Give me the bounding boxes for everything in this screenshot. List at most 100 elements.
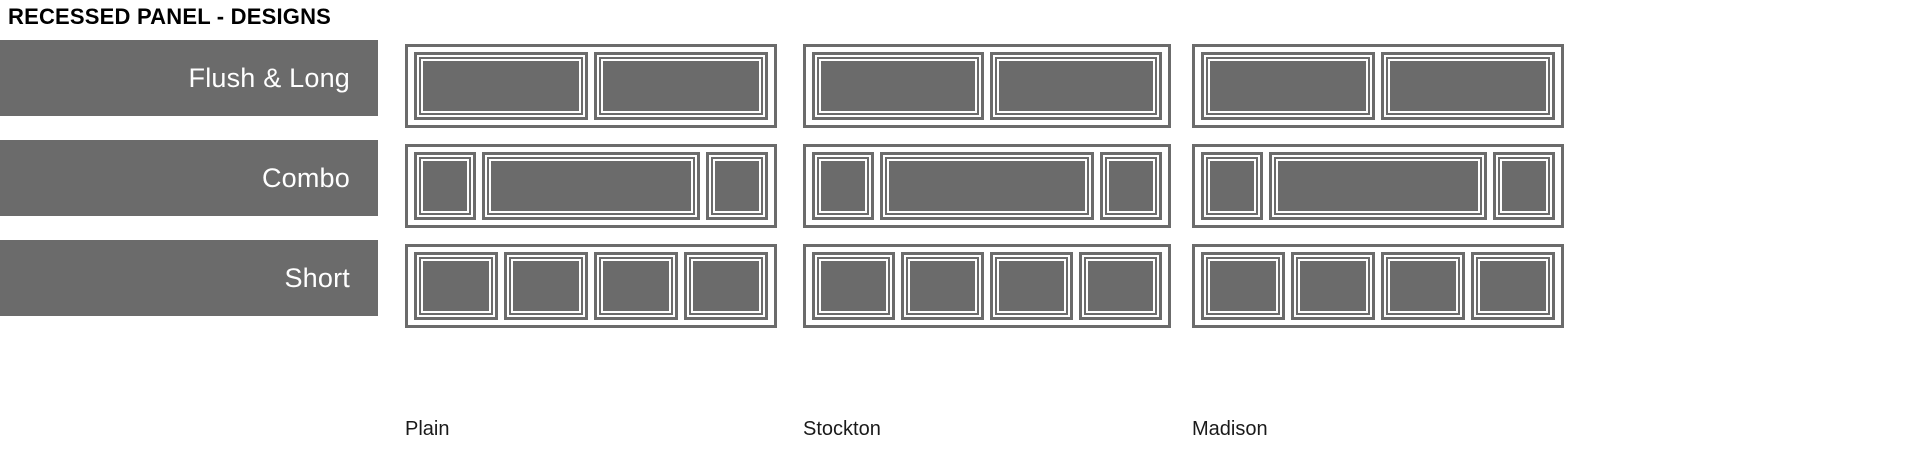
panel-lite bbox=[1502, 161, 1522, 211]
door-panel[interactable] bbox=[1291, 252, 1375, 320]
door-panel[interactable] bbox=[1079, 252, 1162, 320]
door-panel[interactable] bbox=[1381, 252, 1465, 320]
panel-lite bbox=[1210, 261, 1241, 311]
door-panel[interactable] bbox=[990, 252, 1073, 320]
panel-face bbox=[423, 261, 489, 311]
door-panel[interactable] bbox=[414, 52, 588, 120]
door-panel[interactable] bbox=[1381, 52, 1555, 120]
door-panel[interactable] bbox=[482, 152, 700, 220]
panel-lite bbox=[939, 188, 985, 211]
design-row: Combo bbox=[0, 140, 1920, 240]
door-panel[interactable] bbox=[414, 152, 476, 220]
panel-face bbox=[1502, 161, 1546, 211]
door-combo-stockton[interactable] bbox=[803, 144, 1171, 228]
row-label-bar-short[interactable]: Short bbox=[0, 240, 378, 316]
panel-lite bbox=[910, 261, 941, 284]
panel-inner-frame bbox=[1498, 157, 1550, 215]
panel-lite bbox=[1290, 61, 1326, 111]
panel-face bbox=[1480, 261, 1546, 311]
panel-face bbox=[603, 261, 669, 311]
door-panel[interactable] bbox=[812, 52, 984, 120]
door-panel[interactable] bbox=[880, 152, 1094, 220]
panel-lite bbox=[860, 61, 896, 84]
panel-face bbox=[513, 261, 579, 311]
door-panel[interactable] bbox=[812, 152, 874, 220]
panel-lite bbox=[603, 61, 759, 111]
door-panel[interactable] bbox=[812, 252, 895, 320]
row-label-bar-combo[interactable]: Combo bbox=[0, 140, 378, 216]
door-combo-madison[interactable] bbox=[1192, 144, 1564, 228]
panel-lite bbox=[999, 88, 1035, 111]
panel-lite bbox=[1329, 161, 1376, 211]
panel-lite bbox=[999, 288, 1030, 311]
column-caption-madison: Madison bbox=[1192, 418, 1268, 440]
panel-face bbox=[603, 61, 759, 111]
panel-inner-frame bbox=[419, 257, 493, 315]
door-panel[interactable] bbox=[684, 252, 768, 320]
door-panel[interactable] bbox=[901, 252, 984, 320]
panel-lite bbox=[1480, 261, 1511, 311]
door-short-madison[interactable] bbox=[1192, 244, 1564, 328]
panel-face bbox=[999, 61, 1153, 111]
door-panel[interactable] bbox=[1471, 252, 1555, 320]
panel-lite bbox=[1425, 261, 1456, 311]
door-panel[interactable] bbox=[504, 252, 588, 320]
panel-face bbox=[715, 161, 759, 211]
door-panel[interactable] bbox=[1100, 152, 1162, 220]
door-panel[interactable] bbox=[706, 152, 768, 220]
door-panel[interactable] bbox=[1201, 252, 1285, 320]
design-row: Flush & Long bbox=[0, 40, 1920, 140]
door-panel[interactable] bbox=[1493, 152, 1555, 220]
panel-face bbox=[423, 61, 579, 111]
panel-face bbox=[1210, 161, 1254, 211]
panel-lite bbox=[1335, 261, 1366, 311]
panel-lite bbox=[855, 288, 886, 311]
panel-lite bbox=[821, 188, 841, 211]
door-short-plain[interactable] bbox=[405, 244, 777, 328]
panel-lite bbox=[1526, 161, 1546, 211]
door-panel[interactable] bbox=[594, 52, 768, 120]
row-label-bar-flush-long[interactable]: Flush & Long bbox=[0, 40, 378, 116]
panel-inner-frame bbox=[1206, 157, 1258, 215]
panel-lite bbox=[939, 61, 975, 84]
panel-inner-frame bbox=[1386, 257, 1460, 315]
panel-lite bbox=[855, 261, 886, 284]
panel-inner-frame bbox=[419, 57, 583, 115]
page-title: RECESSED PANEL - DESIGNS bbox=[8, 4, 332, 29]
panel-face bbox=[491, 161, 691, 211]
panel-face bbox=[423, 161, 467, 211]
door-panel[interactable] bbox=[1269, 152, 1487, 220]
panel-inner-frame bbox=[419, 157, 471, 215]
door-combo-plain[interactable] bbox=[405, 144, 777, 228]
panel-lite bbox=[1039, 188, 1085, 211]
panel-lite bbox=[845, 188, 865, 211]
door-panel[interactable] bbox=[414, 252, 498, 320]
panel-inner-frame bbox=[817, 157, 869, 215]
panel-lite bbox=[944, 288, 975, 311]
panel-lite bbox=[821, 261, 852, 284]
door-flush-long-madison[interactable] bbox=[1192, 44, 1564, 128]
panel-lite bbox=[1122, 261, 1153, 284]
panel-face bbox=[821, 61, 975, 111]
door-panel[interactable] bbox=[1201, 52, 1375, 120]
door-panel[interactable] bbox=[1201, 152, 1263, 220]
panel-inner-frame bbox=[689, 257, 763, 315]
door-panel[interactable] bbox=[990, 52, 1162, 120]
panel-lite bbox=[603, 261, 669, 311]
panel-inner-frame bbox=[487, 157, 695, 215]
panel-lite bbox=[423, 261, 489, 311]
panel-lite bbox=[715, 161, 759, 211]
door-flush-long-plain[interactable] bbox=[405, 44, 777, 128]
column-caption-stockton: Stockton bbox=[803, 418, 881, 440]
panel-lite bbox=[1109, 161, 1129, 184]
door-panel[interactable] bbox=[594, 252, 678, 320]
design-row: Short bbox=[0, 240, 1920, 340]
panel-face bbox=[1210, 61, 1366, 111]
panel-lite bbox=[1245, 261, 1276, 311]
door-short-stockton[interactable] bbox=[803, 244, 1171, 328]
panel-lite bbox=[821, 61, 857, 84]
panel-lite bbox=[1380, 161, 1427, 211]
panel-lite bbox=[1038, 61, 1074, 84]
door-flush-long-stockton[interactable] bbox=[803, 44, 1171, 128]
